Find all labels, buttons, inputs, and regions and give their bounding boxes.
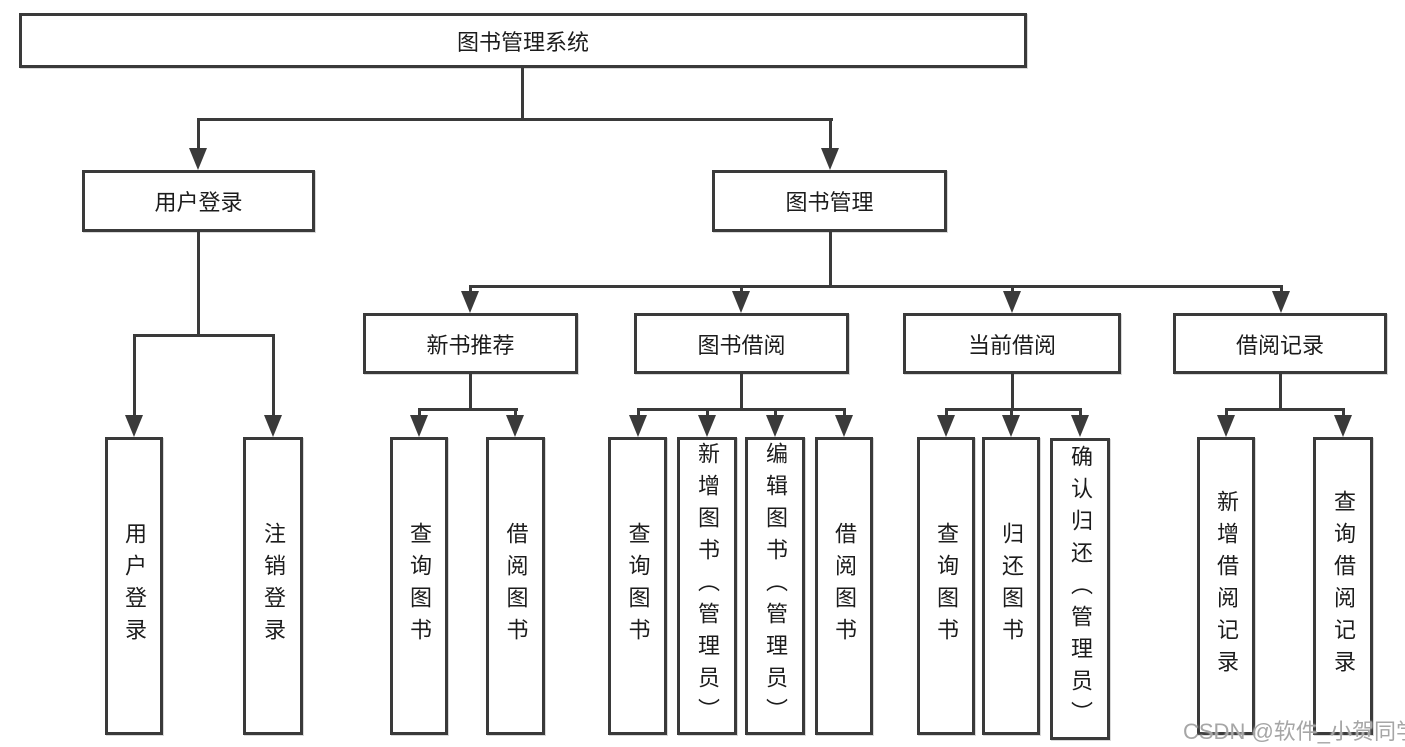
connector-records-bar [1225, 408, 1345, 411]
node-borrow-records: 借阅记录 [1173, 313, 1387, 374]
node-book-management: 图书管理 [712, 170, 947, 232]
leaf-add-book-admin: 新增图书（管理员） [677, 437, 737, 735]
leaf-user-login: 用户登录 [105, 437, 163, 735]
node-library-system: 图书管理系统 [19, 13, 1027, 68]
connector-drop-line [1225, 408, 1228, 418]
node-current-borrow: 当前借阅 [903, 313, 1121, 374]
connector-drop-line [197, 118, 200, 150]
connector-newrec-bar [418, 408, 518, 411]
node-book-borrow: 图书借阅 [634, 313, 849, 374]
leaf-edit-book-admin: 编辑图书（管理员） [745, 437, 805, 735]
leaf-borrow-books-recommend: 借阅图书 [486, 437, 545, 735]
arrow-head [1071, 415, 1089, 437]
arrow-head [1334, 415, 1352, 437]
connector-drop-line [272, 334, 275, 416]
connector-userlogin-stem [197, 229, 200, 336]
node-label: 查询图书 [625, 522, 651, 650]
leaf-query-books-borrow: 查询图书 [608, 437, 667, 735]
node-label: 借阅记录 [1235, 332, 1324, 358]
connector-drop-line [829, 118, 832, 150]
arrow-head [766, 415, 784, 437]
arrow-head [125, 415, 143, 437]
arrow-head [698, 415, 716, 437]
node-label: 新增图书（管理员） [695, 442, 720, 730]
leaf-confirm-return-admin: 确认归还（管理员） [1050, 438, 1110, 740]
node-label: 借阅图书 [832, 522, 857, 650]
connector-records-stem [1279, 371, 1282, 411]
connector-borrow-bar [637, 408, 846, 411]
node-label: 借阅图书 [503, 522, 529, 650]
connector-userlogin-bar [133, 334, 275, 337]
connector-current-bar [945, 408, 1082, 411]
connector-drop-line [843, 408, 846, 418]
leaf-query-borrow-record: 查询借阅记录 [1313, 437, 1373, 735]
leaf-logout: 注销登录 [243, 437, 303, 735]
arrow-head [264, 415, 282, 437]
arrow-head [1003, 291, 1021, 313]
connector-drop-line [740, 285, 743, 295]
node-label: 用户登录 [122, 522, 147, 650]
arrow-head [821, 148, 839, 170]
node-label: 注销登录 [261, 522, 286, 650]
node-label: 图书管理 [785, 190, 874, 215]
node-label: 当前借阅 [967, 332, 1056, 358]
arrow-head [732, 291, 750, 313]
connector-drop-line [133, 334, 136, 416]
connector-root-stem [521, 68, 524, 120]
arrow-head [937, 415, 955, 437]
arrow-head [1272, 291, 1290, 313]
node-label: 新书推荐 [426, 332, 515, 358]
arrow-head [629, 415, 647, 437]
connector-drop-line [418, 408, 421, 418]
connector-bookmgmt-stem [829, 229, 832, 287]
node-label: 新增借阅记录 [1214, 490, 1239, 682]
node-label: 图书借阅 [697, 332, 786, 358]
arrow-head [189, 148, 207, 170]
connector-drop-line [774, 408, 777, 418]
connector-current-stem [1011, 371, 1014, 411]
leaf-borrow-books: 借阅图书 [815, 437, 873, 735]
node-label: 确认归还（管理员） [1068, 445, 1093, 733]
node-label: 用户登录 [154, 190, 243, 215]
leaf-query-books-recommend: 查询图书 [390, 437, 448, 735]
arrow-head [461, 291, 479, 313]
node-new-book-recommend: 新书推荐 [363, 313, 578, 374]
arrow-head [835, 415, 853, 437]
leaf-return-books: 归还图书 [982, 437, 1040, 735]
connector-drop-line [706, 408, 709, 418]
connector-drop-line [469, 285, 472, 295]
connector-drop-line [945, 408, 948, 418]
node-label: 查询借阅记录 [1331, 490, 1356, 682]
arrow-head [1002, 415, 1020, 437]
connector-bookmgmt-bar [469, 285, 1283, 288]
connector-newrec-stem [469, 371, 472, 411]
connector-borrow-stem [740, 371, 743, 411]
connector-root-bar [197, 118, 833, 121]
connector-drop-line [514, 408, 517, 418]
leaf-query-books-current: 查询图书 [917, 437, 975, 735]
node-user-login: 用户登录 [82, 170, 315, 232]
node-label: 归还图书 [999, 522, 1024, 650]
connector-drop-line [637, 408, 640, 418]
connector-drop-line [1280, 285, 1283, 295]
arrow-head [506, 415, 524, 437]
connector-drop-line [1079, 408, 1082, 418]
node-label: 图书管理系统 [456, 29, 589, 55]
node-label: 查询图书 [407, 522, 432, 650]
csdn-watermark: CSDN @软件_小贺同学 [1183, 719, 1405, 744]
connector-drop-line [1010, 408, 1013, 418]
node-label: 编辑图书（管理员） [763, 442, 788, 730]
node-label: 查询图书 [934, 522, 959, 650]
connector-drop-line [1342, 408, 1345, 418]
connector-drop-line [1011, 285, 1014, 295]
arrow-head [410, 415, 428, 437]
arrow-head [1217, 415, 1235, 437]
leaf-add-borrow-record: 新增借阅记录 [1197, 437, 1255, 735]
